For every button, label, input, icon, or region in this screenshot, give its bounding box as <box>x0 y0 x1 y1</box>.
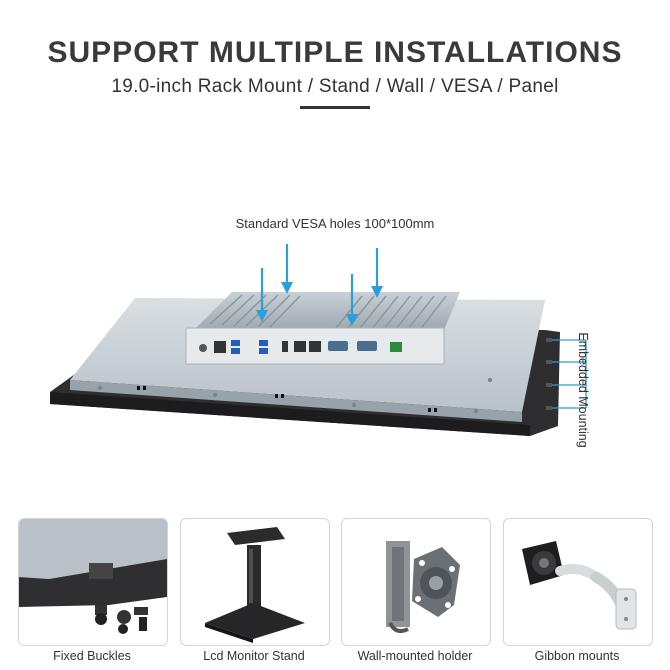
thumb-wall-mounted-holder <box>341 518 491 646</box>
bezel-clips <box>546 338 552 410</box>
embedded-mounting-callout <box>551 339 587 409</box>
vesa-arrows <box>256 244 383 326</box>
embedded-mounting-label: Embedded Mounting <box>576 332 590 448</box>
thumb-gibbon-mounts <box>503 518 653 646</box>
caption-wall-mounted-holder: Wall-mounted holder <box>357 649 473 663</box>
title-divider <box>300 106 370 109</box>
caption-gibbon-mounts: Gibbon mounts <box>534 649 620 663</box>
thumb-fixed-buckles <box>18 518 168 646</box>
mount-holes <box>137 386 437 412</box>
screws <box>97 377 493 414</box>
page-subtitle: 19.0-inch Rack Mount / Stand / Wall / VE… <box>111 76 559 97</box>
io-ports <box>199 340 402 354</box>
caption-lcd-monitor-stand: Lcd Monitor Stand <box>203 649 305 663</box>
panel-pc-illustration <box>50 244 587 436</box>
bezel-edge <box>50 392 530 436</box>
vesa-holes-label: Standard VESA holes 100*100mm <box>235 216 435 231</box>
thumb-lcd-monitor-stand <box>180 518 330 646</box>
back-plate-edge <box>70 380 522 422</box>
caption-fixed-buckles: Fixed Buckles <box>53 649 131 663</box>
page-title: SUPPORT MULTIPLE INSTALLATIONS <box>47 36 623 69</box>
